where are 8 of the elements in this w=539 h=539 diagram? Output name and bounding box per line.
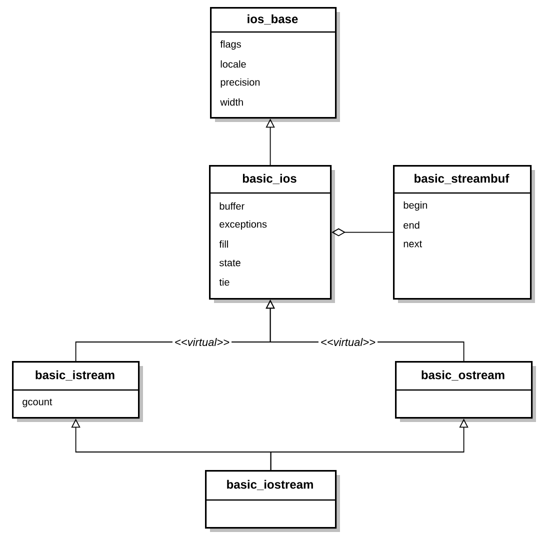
class-box: basic_streambuf begin end next (393, 165, 535, 303)
class-box: basic_ostream (395, 361, 536, 422)
class-box: basic_iostream (205, 470, 340, 532)
edge-label: <<virtual>> (321, 338, 376, 346)
edge-label: <<virtual>> (175, 338, 230, 346)
class-box: basic_istream gcount (12, 361, 143, 422)
class-box: basic_ios buffer exceptions fill state tie (209, 165, 335, 303)
class-box: ios_base flags locale precision width (210, 7, 340, 122)
